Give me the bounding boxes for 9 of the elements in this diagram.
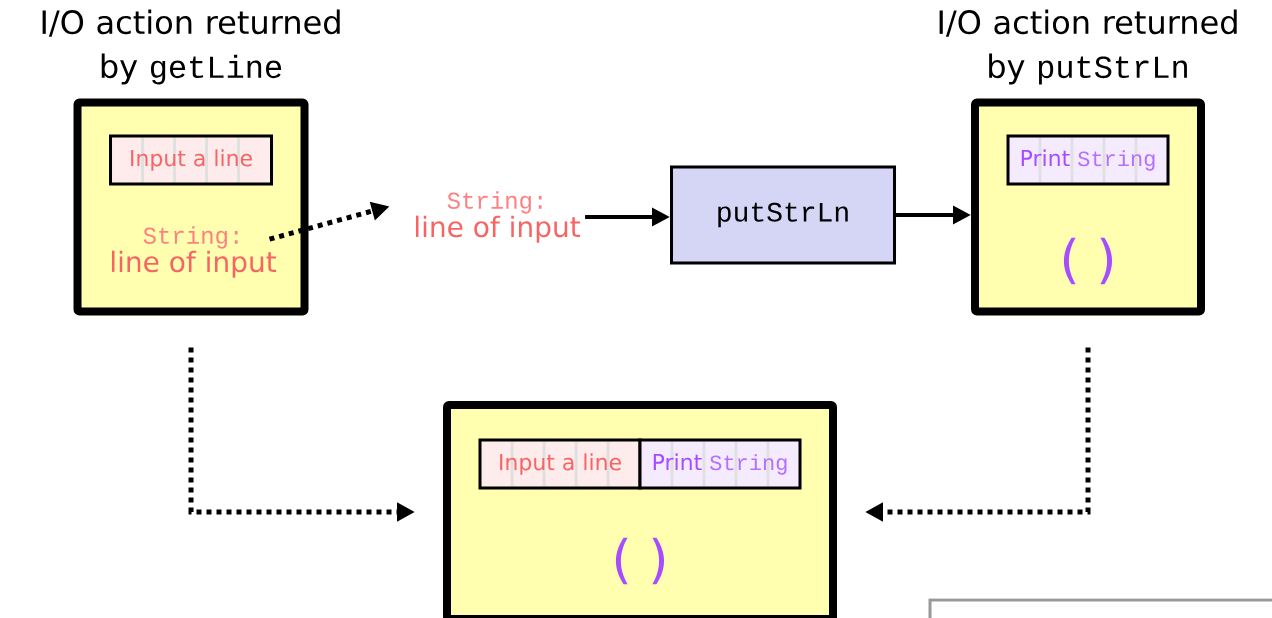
function-box: putStrLn xyxy=(670,165,896,265)
action-bar: Input a line xyxy=(478,438,642,490)
action-bar: Input a line xyxy=(109,134,273,186)
heading-text: I/O action returned by putStrLn xyxy=(939,9,1237,85)
action-bar: Print String xyxy=(1006,134,1170,186)
action-bar: Print String xyxy=(638,438,802,490)
value-text: String: line of input xyxy=(112,226,277,278)
heading-text: I/O action returned by getLine xyxy=(42,9,340,85)
value-text: String: line of input xyxy=(416,191,581,243)
